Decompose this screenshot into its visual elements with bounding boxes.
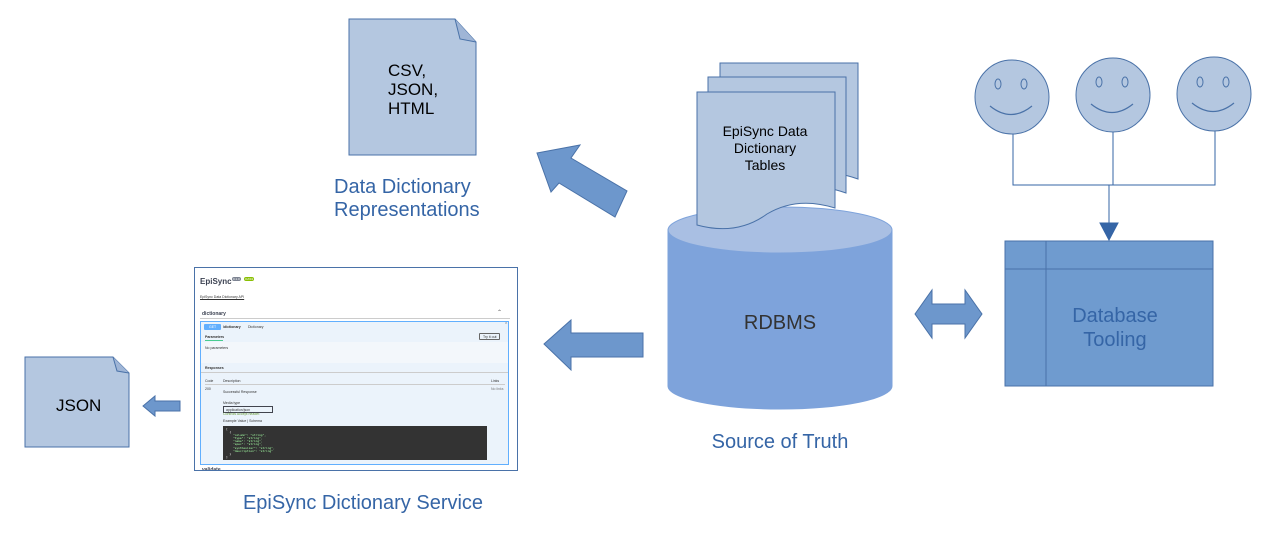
- arrow-to-json: [142, 394, 181, 418]
- arrow-to-service: [543, 318, 644, 372]
- source-of-truth-label: Source of Truth: [711, 431, 849, 453]
- svc-link: EpiSync Data Dictionary API: [200, 295, 245, 299]
- svc-badge-oas: OAS3: [244, 277, 255, 281]
- svc-no-links: No links: [491, 387, 504, 391]
- representations-label: Data Dictionary Representations: [334, 176, 480, 221]
- svc-code-line: ]: [226, 454, 228, 459]
- svc-code-line: {: [226, 430, 232, 435]
- svc-section-dictionary: dictionary: [202, 311, 226, 317]
- bidirectional-arrow: [914, 288, 983, 340]
- svc-params-body: [201, 342, 508, 363]
- svc-path: /dictionary: [223, 325, 241, 329]
- svc-badge-version: 0.1.0: [232, 277, 241, 281]
- svc-code-line: "synthesizer": "string",: [226, 445, 275, 450]
- tooling-label: Database Tooling: [1072, 305, 1158, 351]
- svc-success: Successful Response: [223, 390, 257, 394]
- formats-document: [348, 18, 477, 156]
- tables-text: EpiSync Data Dictionary Tables: [722, 123, 808, 173]
- svc-operation: GET /dictionary Dictionary ⌃ Parameters …: [200, 321, 509, 465]
- svc-col-desc: Description: [223, 379, 241, 383]
- svc-path-desc: Dictionary: [248, 325, 264, 329]
- svc-col-code: Code: [205, 379, 214, 383]
- svc-section-validate: validate: [202, 467, 221, 471]
- database-tooling-box: [1004, 240, 1214, 387]
- svc-media-select: application/json: [223, 406, 273, 413]
- json-document: [24, 356, 130, 448]
- tables-document-stack: [696, 62, 859, 230]
- svc-code-line: [: [226, 427, 228, 431]
- json-doc-text: JSON: [56, 396, 102, 415]
- arrow-to-representations: [536, 144, 628, 218]
- svc-no-params: No parameters: [205, 346, 229, 350]
- user-smiley-3: [1176, 56, 1252, 132]
- svc-params-tab: Parameters: [205, 335, 225, 339]
- svc-code-block: [ { "column": "string", "type": "string"…: [223, 426, 487, 460]
- svc-responses: Responses: [205, 366, 224, 370]
- service-screenshot: EpiSync 0.1.0 OAS3 EpiSync Data Dictiona…: [194, 267, 518, 471]
- svc-controls: Controls Accept header.: [223, 412, 261, 416]
- svc-section-chevron-icon: ⌃: [497, 310, 503, 316]
- rdbms-label: RDBMS: [743, 312, 817, 334]
- svc-resp-divider: [201, 372, 508, 373]
- user-smiley-1: [974, 59, 1050, 135]
- svc-code-line: "column": "string",: [226, 433, 267, 438]
- svc-code-line: "description": "string": [226, 448, 273, 453]
- svc-media-label: Media type: [223, 401, 241, 405]
- user-connectors: [1012, 128, 1216, 242]
- svc-collapse-icon: ⌃: [504, 322, 509, 328]
- user-smiley-2: [1075, 57, 1151, 133]
- service-label: EpiSync Dictionary Service: [242, 492, 484, 514]
- svc-code-line: "spec": "string",: [226, 442, 263, 447]
- svc-code-line: "name": "string",: [226, 439, 263, 444]
- svc-title: EpiSync: [200, 277, 232, 286]
- svc-code-line: "type": "string",: [226, 436, 263, 441]
- rdbms-cylinder: [667, 206, 893, 410]
- svc-try-button: Try it out: [479, 333, 501, 340]
- svc-params-underline: [205, 340, 223, 341]
- formats-text: CSV, JSON, HTML: [388, 61, 439, 118]
- svc-col-links: Links: [491, 379, 500, 383]
- svc-col-divider: [205, 384, 505, 385]
- svc-code-line: }: [226, 451, 232, 456]
- svc-method-badge: GET: [204, 324, 222, 330]
- svc-code-200: 200: [205, 387, 211, 391]
- svc-example-value: Example Value | Schema: [223, 419, 262, 423]
- svc-divider: [200, 318, 510, 319]
